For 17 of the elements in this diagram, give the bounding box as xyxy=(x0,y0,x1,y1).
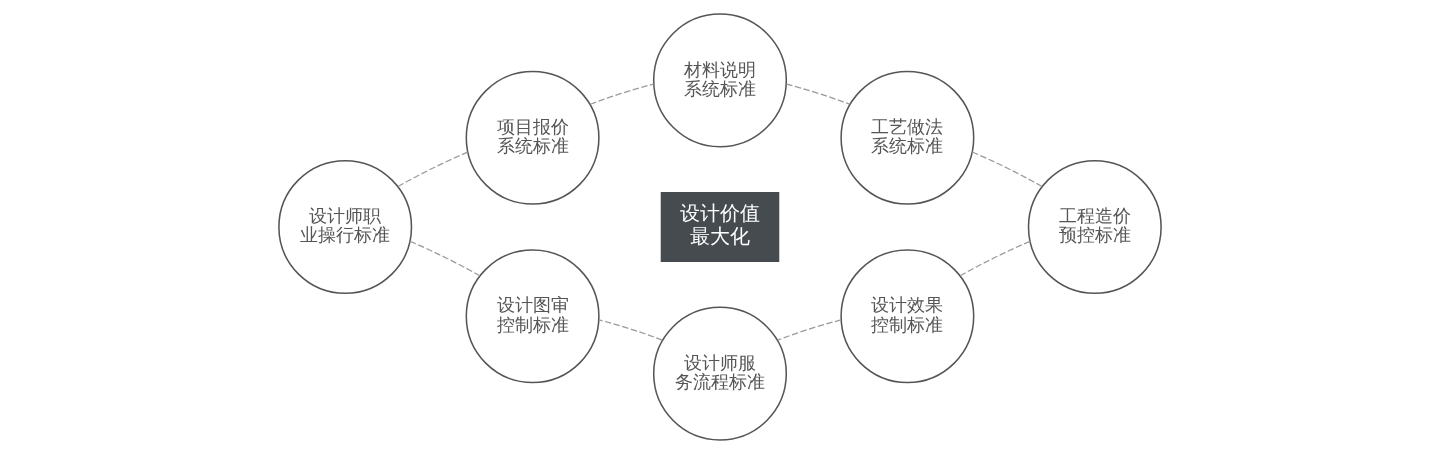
node-circle: 项目报价系统标准 xyxy=(465,70,600,205)
connector xyxy=(409,240,481,276)
connector xyxy=(971,150,1043,187)
node-circle: 设计图审控制标准 xyxy=(465,248,600,383)
node-box: 设计价值最大化 xyxy=(660,191,780,262)
node-circle: 材料说明系统标准 xyxy=(652,12,788,147)
connector xyxy=(598,318,663,341)
node-circle: 工程造价预控标准 xyxy=(1027,159,1162,294)
node-circle: 设计师服务流程标准 xyxy=(652,306,788,441)
connector xyxy=(397,150,469,187)
connector xyxy=(589,82,655,105)
node-circle: 设计师职业操行标准 xyxy=(278,159,413,294)
connector xyxy=(959,240,1031,276)
connector xyxy=(785,82,851,105)
connector xyxy=(777,318,842,341)
node-circle: 工艺做法系统标准 xyxy=(840,70,975,205)
node-circle: 设计效果控制标准 xyxy=(840,248,975,383)
